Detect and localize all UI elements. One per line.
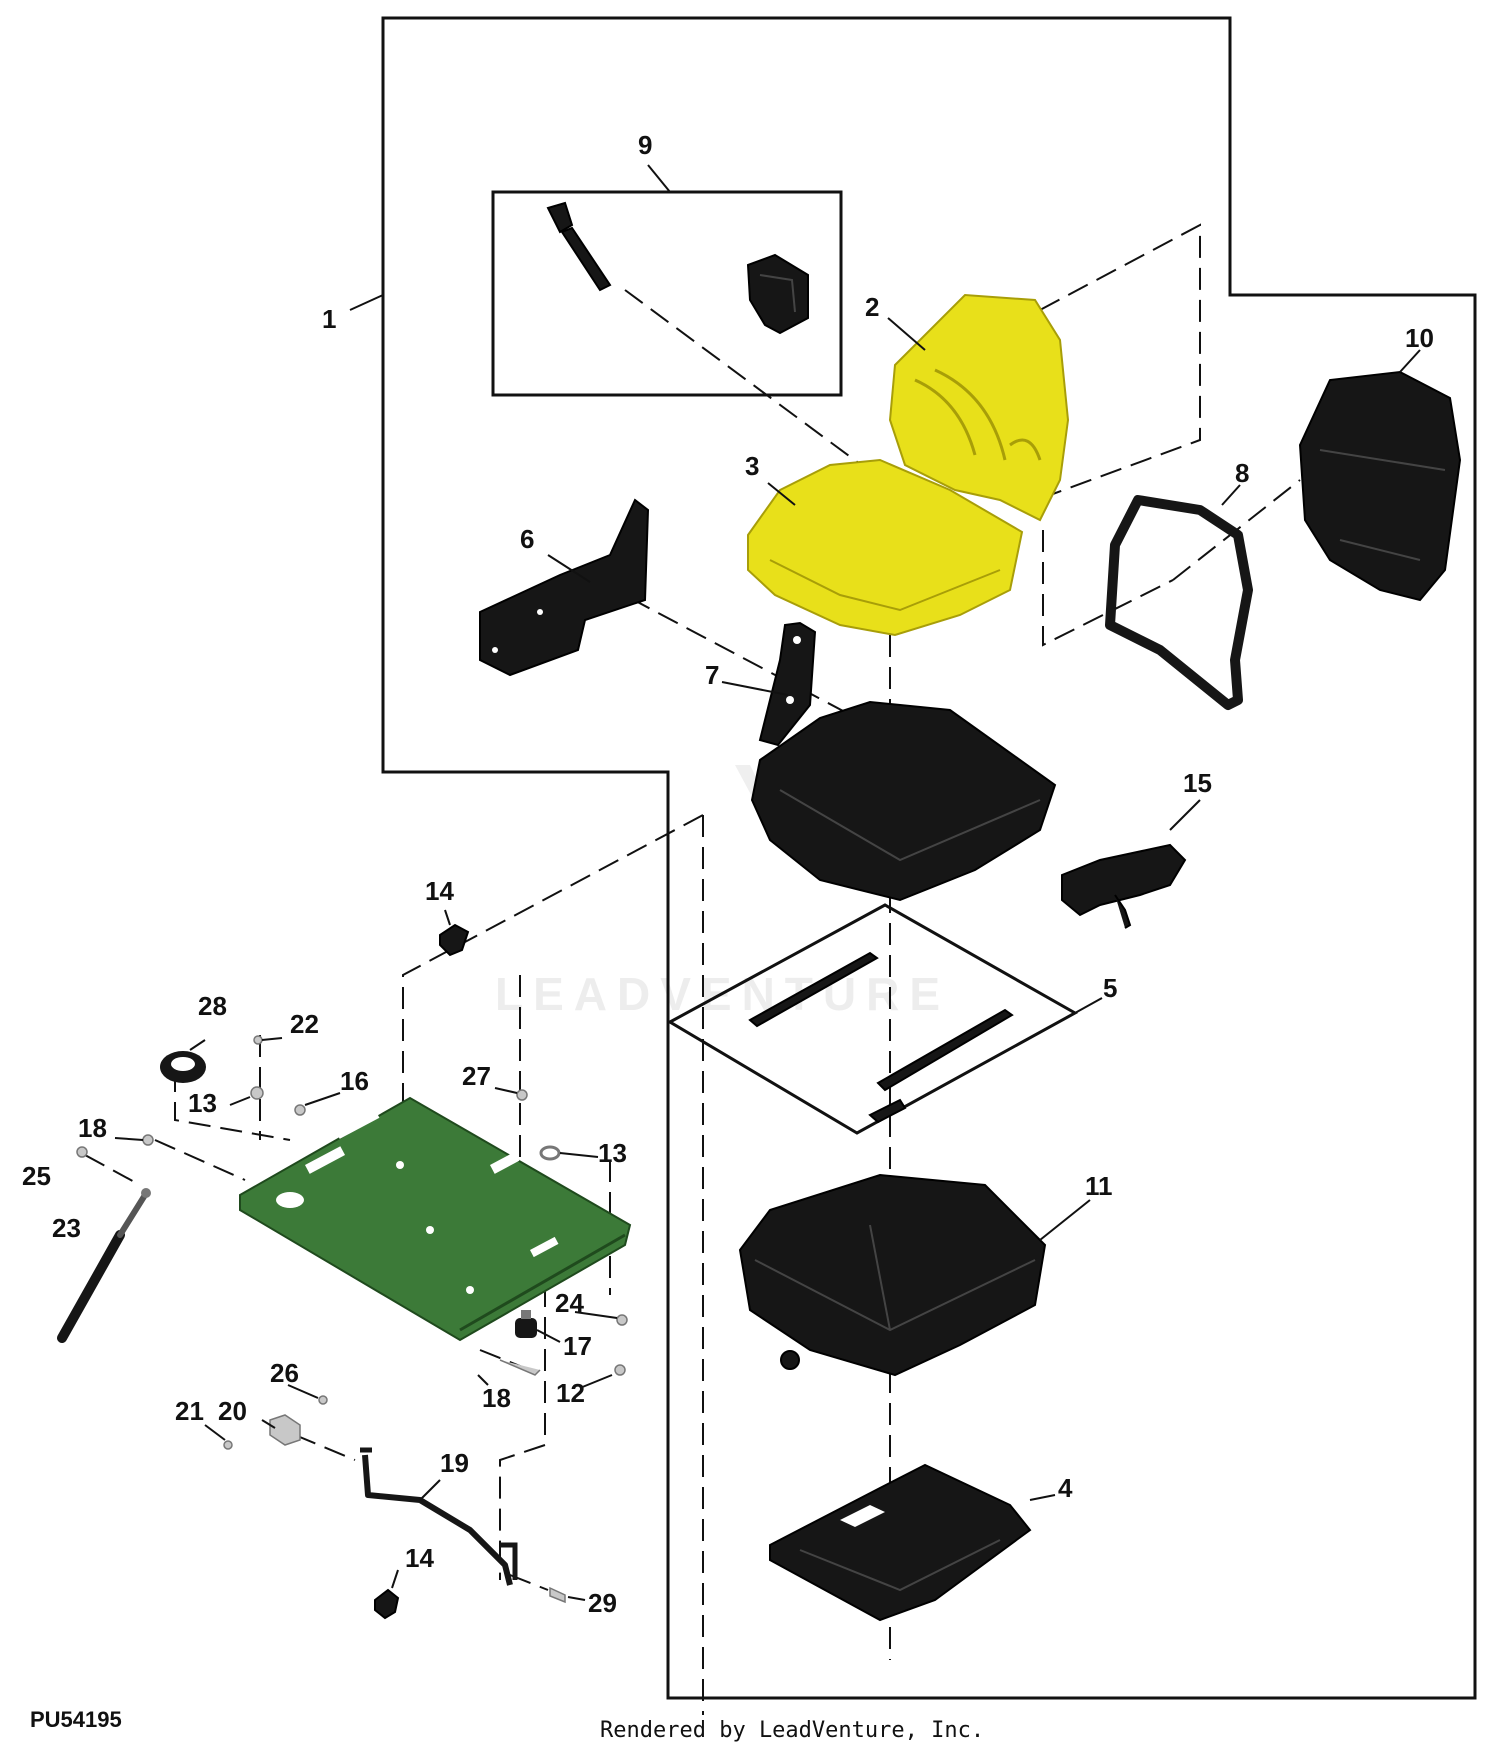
- callout-22: 22: [290, 1009, 319, 1039]
- callout-18-right: 18: [482, 1383, 511, 1413]
- callout-13-right: 13: [598, 1138, 627, 1168]
- armrest: [1061, 843, 1187, 929]
- nut-12: [614, 1364, 626, 1376]
- callout-8: 8: [1235, 458, 1249, 488]
- bolt-27: [516, 1089, 528, 1101]
- wire-clip-upper: [439, 923, 470, 957]
- belt-strap-part: [560, 226, 612, 292]
- washer-13-right: [539, 1145, 561, 1161]
- callout-17: 17: [563, 1331, 592, 1361]
- callout-21: 21: [175, 1396, 204, 1426]
- seat-platform-plate: [239, 1096, 632, 1342]
- bolt-26: [318, 1395, 328, 1405]
- bolt-21: [223, 1440, 233, 1450]
- callout-4: 4: [1058, 1473, 1073, 1503]
- bolt-16: [294, 1104, 306, 1116]
- assembly-boundary: [381, 16, 1477, 1700]
- wire-clip-lower: [374, 1588, 400, 1620]
- callout-14-upper: 14: [425, 876, 454, 906]
- belt-retractor-part: [746, 253, 809, 335]
- callout-16: 16: [340, 1066, 369, 1096]
- callout-14-lower: 14: [405, 1543, 434, 1573]
- callout-25: 25: [22, 1161, 51, 1191]
- callout-11: 11: [1085, 1171, 1113, 1201]
- callout-29: 29: [588, 1588, 617, 1618]
- washer-13-left: [250, 1086, 264, 1100]
- callout-9: 9: [638, 130, 652, 160]
- callout-2: 2: [865, 292, 879, 322]
- suspension-assembly: [738, 1173, 1047, 1377]
- diagram-id: PU54195: [30, 1707, 122, 1732]
- clip-25: [76, 1146, 88, 1158]
- watermark-text: LEADVENTURE: [495, 968, 950, 1020]
- latch-rod: [360, 1447, 518, 1586]
- seat-pan: [750, 700, 1057, 902]
- callout-3: 3: [745, 451, 759, 481]
- seat-belt-kit: [546, 201, 809, 335]
- callout-23: 23: [52, 1213, 81, 1243]
- fitting-29: [549, 1586, 566, 1604]
- mounting-bracket: [479, 498, 650, 677]
- callout-24: 24: [555, 1288, 584, 1318]
- callout-18-left: 18: [78, 1113, 107, 1143]
- belt-buckle-part: [546, 201, 574, 234]
- callout-10: 10: [1405, 323, 1434, 353]
- callout-15: 15: [1183, 768, 1212, 798]
- callout-6: 6: [520, 524, 534, 554]
- slide-rails: [748, 951, 1014, 1124]
- callout-13-left: 13: [188, 1088, 217, 1118]
- callout-12: 12: [556, 1378, 585, 1408]
- gas-strut: [57, 1188, 151, 1343]
- seat-belt-kit-box: [491, 190, 843, 397]
- base-plate: [769, 1463, 1032, 1622]
- render-credit: Rendered by LeadVenture, Inc.: [600, 1718, 985, 1743]
- callout-7: 7: [705, 660, 719, 690]
- pin-18-right: [499, 1359, 541, 1376]
- callout-19: 19: [440, 1448, 469, 1478]
- leader-lines: [114, 164, 1421, 1601]
- callout-20: 20: [218, 1396, 247, 1426]
- side-plate: [758, 621, 817, 747]
- callout-labels: 1 2 3 4 5 6 7 8 9 10 11 12 13 13 14 14 1…: [22, 130, 1434, 1618]
- bolt-24: [616, 1314, 628, 1326]
- seat-back-cushion: [888, 293, 1070, 522]
- callout-27: 27: [462, 1061, 491, 1091]
- seat-back-frame: [1105, 495, 1253, 710]
- seat-cushion: [747, 458, 1024, 637]
- callout-26: 26: [270, 1358, 299, 1388]
- grommet: [160, 1051, 206, 1083]
- bracket-20: [269, 1414, 301, 1446]
- bolt-22: [253, 1035, 263, 1045]
- callout-5: 5: [1103, 973, 1117, 1003]
- pin-18-left: [142, 1134, 154, 1146]
- seat-back-cover: [1298, 370, 1462, 602]
- hardware-fasteners: [76, 1035, 628, 1604]
- rubber-bumper: [515, 1310, 537, 1338]
- callout-28: 28: [198, 991, 227, 1021]
- callout-1: 1: [322, 304, 336, 334]
